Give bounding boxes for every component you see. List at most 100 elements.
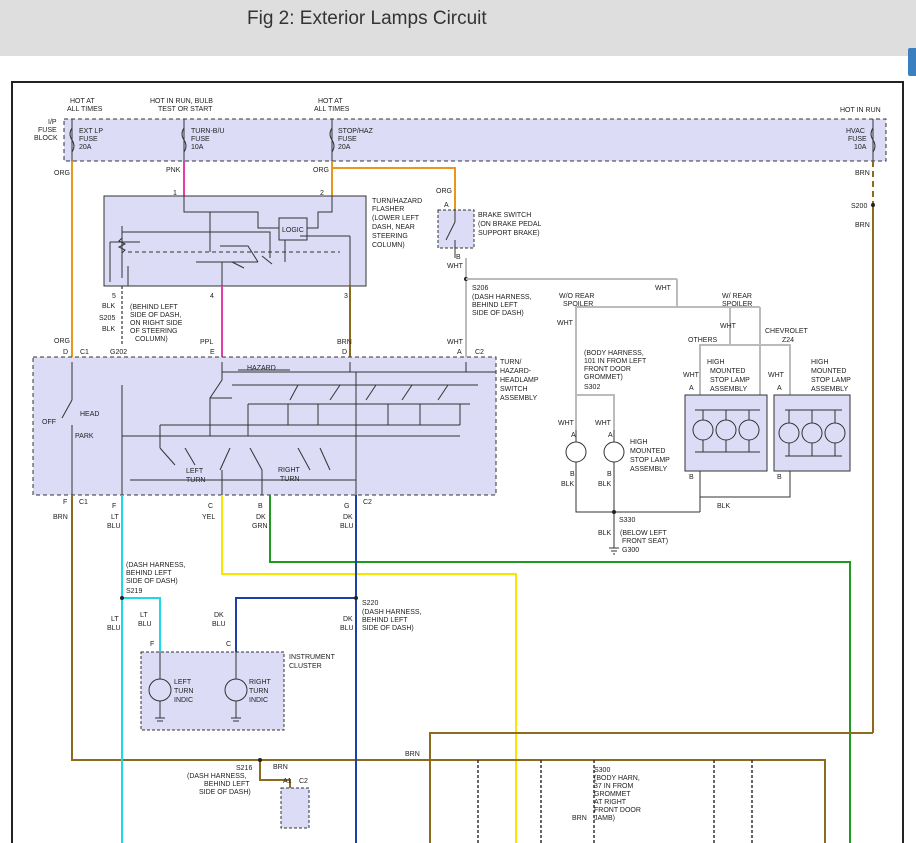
flasher-label-1: TURN/HAZARD: [372, 198, 422, 205]
diagram-frame: [11, 81, 904, 843]
svg-text:D: D: [342, 349, 347, 356]
hot-label-left-2: ALL TIMES: [67, 106, 103, 113]
lamp-others-2: MOUNTED: [710, 368, 745, 375]
svg-text:A: A: [571, 432, 576, 439]
s300-desc-5: FRONT DOOR: [594, 807, 641, 814]
flasher-logic-label: LOGIC: [282, 227, 304, 234]
headlamp-switch-box: [32, 356, 497, 496]
fuse-block-label-2: FUSE: [38, 127, 57, 134]
switch-label-3: HEADLAMP: [500, 377, 539, 384]
s216-desc-2: BEHIND LEFT: [204, 781, 250, 788]
wire-dkblu-cluster: [235, 597, 356, 652]
flasher-label-4: DASH, NEAR: [372, 224, 415, 231]
pin-5: 5: [112, 293, 116, 300]
splice-s220: S220: [362, 600, 378, 607]
ground-g300: G300: [622, 547, 639, 554]
svg-text:A: A: [608, 432, 613, 439]
conn-c1-bottom: C1: [79, 499, 88, 506]
wire-label-wht-3: WHT: [655, 285, 672, 292]
right-turn-1: RIGHT: [278, 467, 301, 474]
conn-c1-top: C1: [80, 349, 89, 356]
lower-component-box: [280, 787, 310, 829]
s206-desc-3: SIDE OF DASH): [472, 310, 524, 317]
brake-pin-b: B: [456, 254, 461, 261]
svg-text:A: A: [689, 385, 694, 392]
s205-desc-3: ON RIGHT SIDE: [130, 320, 183, 327]
wire-org-to-brake: [332, 167, 456, 210]
wire-label-blu-3: BLU: [107, 625, 121, 632]
wire-label-org-2: ORG: [313, 167, 329, 174]
flasher-label-6: COLUMN): [372, 242, 405, 249]
hot-label-right: HOT AT: [318, 98, 343, 105]
brake-label-3: SUPPORT BRAKE): [478, 230, 540, 237]
switch-label-2: HAZARD-: [500, 368, 532, 375]
switch-head-label: HEAD: [80, 411, 99, 418]
switch-label-4: SWITCH: [500, 386, 528, 393]
s219-desc-2: BEHIND LEFT: [126, 570, 172, 577]
wire-label-org-3: ORG: [436, 188, 452, 195]
wire-brn-park: [71, 495, 478, 761]
wire-label-blk-6: BLK: [598, 530, 612, 537]
wire-label-lt-3: LT: [140, 612, 148, 619]
flasher-label-2: FLASHER: [372, 206, 404, 213]
wire-label-lt-1: LT: [111, 514, 119, 521]
wo-spoiler-2: SPOILER: [563, 301, 593, 308]
splice-s300: S300: [594, 767, 610, 774]
flasher-logic-box: [278, 217, 308, 241]
fuse-stop-haz-3: 20A: [338, 144, 351, 151]
wire-label-wht-7: WHT: [720, 323, 737, 330]
s300-desc-6: JAMB): [594, 815, 615, 822]
s300-desc-1: (BODY HARN,: [594, 775, 640, 782]
wire-label-brn-6: BRN: [572, 815, 587, 822]
hm-lamp-4: ASSEMBLY: [630, 466, 668, 473]
hm-lamp-2: MOUNTED: [630, 448, 665, 455]
wire-label-blu-4: BLU: [138, 621, 152, 628]
fuse-stop-haz-2: FUSE: [338, 136, 357, 143]
side-tab[interactable]: [908, 48, 916, 76]
wire-label-ppl: PPL: [200, 339, 213, 346]
splice-s216: S216: [236, 765, 252, 772]
wire-label-brn-4: BRN: [273, 764, 288, 771]
switch-off-label: OFF: [42, 419, 56, 426]
wire-label-dk-3: DK: [214, 612, 224, 619]
fuse-block-label-1: I/P: [48, 119, 57, 126]
wire-yel-left-turn: [221, 495, 517, 843]
wire-label-brn-hvac: BRN: [855, 170, 870, 177]
fuse-ext-lp-1: EXT LP: [79, 128, 103, 135]
conn-a1: A1: [283, 778, 292, 785]
instrument-cluster-box: [140, 651, 285, 731]
wire-ltblu-cluster: [122, 597, 161, 652]
fuse-hvac-1: HVAC: [846, 128, 865, 135]
pin-1: 1: [173, 190, 177, 197]
brake-pin-a: A: [444, 202, 449, 209]
conn-c2-bottom: C2: [363, 499, 372, 506]
wire-brn-s300: [429, 732, 873, 843]
wire-label-yel: YEL: [202, 514, 215, 521]
splice-s206: S206: [472, 285, 488, 292]
stop-lamp-z24-box: [773, 394, 851, 472]
w-spoiler-2: SPOILER: [722, 301, 752, 308]
right-indic-3: INDIC: [249, 697, 268, 704]
svg-text:E: E: [210, 349, 215, 356]
s205-desc-1: (BEHIND LEFT: [130, 304, 179, 311]
brake-label-2: (ON BRAKE PEDAL: [478, 221, 542, 228]
splice-s200: S200: [851, 203, 867, 210]
wire-label-org-1: ORG: [54, 170, 70, 177]
s220-desc-3: SIDE OF DASH): [362, 625, 414, 632]
fuse-block-box: [63, 118, 887, 162]
s205-desc-2: SIDE OF DASH,: [130, 312, 181, 319]
s205-desc-4: OF STEERING: [130, 328, 177, 335]
wire-label-dk-1: DK: [256, 514, 266, 521]
wire-label-brn-2: BRN: [337, 339, 352, 346]
fuse-stop-haz-1: STOP/HAZ: [338, 128, 374, 135]
brake-switch-box: [437, 209, 475, 249]
flasher-label-3: (LOWER LEFT: [372, 215, 420, 222]
switch-park-label: PARK: [75, 433, 94, 440]
svg-text:C: C: [208, 503, 213, 510]
chevrolet-label: CHEVROLET: [765, 328, 809, 335]
svg-text:F: F: [112, 503, 116, 510]
s220-desc-1: (DASH HARNESS,: [362, 609, 422, 616]
svg-text:B: B: [258, 503, 263, 510]
svg-text:B: B: [607, 471, 612, 478]
hot-in-run-label: HOT IN RUN: [840, 107, 881, 114]
